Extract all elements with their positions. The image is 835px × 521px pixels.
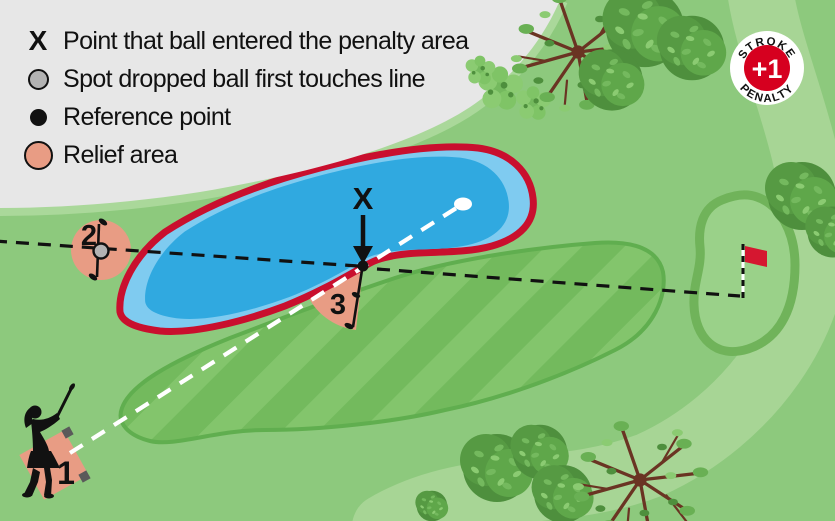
tee-markers [61, 426, 91, 483]
relief-area-3 [306, 268, 363, 330]
x-marker-glyph: X [28, 25, 48, 56]
legend-label: Point that ball entered the penalty area [63, 26, 469, 55]
relief-area-icon [20, 140, 56, 170]
dropped-ball-spot [92, 242, 110, 260]
legend-item-entry-point: X Point that ball entered the penalty ar… [20, 22, 540, 60]
relief-2-label: 2 [81, 220, 97, 252]
club-icon [344, 269, 364, 330]
fairway [118, 240, 666, 445]
entry-arrow [353, 215, 373, 264]
badge-plus-one: +1 [752, 54, 783, 84]
legend-item-relief-area: Relief area [20, 136, 540, 174]
reference-point-dot [357, 260, 369, 272]
tee-marker-icon [61, 426, 74, 439]
legend-label: Reference point [63, 102, 231, 131]
legend-panel [0, 0, 560, 208]
relief-3-label: 3 [330, 289, 346, 321]
legend-label: Relief area [63, 140, 178, 169]
line-to-hole [0, 239, 741, 298]
dropped-ball-spot-icon [20, 68, 56, 90]
legend-item-dropped-spot: Spot dropped ball first touches line [20, 60, 540, 98]
reference-point-icon [20, 108, 56, 126]
entry-point-x-label: X [353, 181, 374, 216]
golf-ball-icon [454, 197, 472, 211]
relief-1-label: 1 [57, 455, 75, 491]
tee-marker-icon [78, 470, 91, 483]
golfer-icon [22, 383, 76, 499]
legend-item-reference-point: Reference point [20, 98, 540, 136]
flag-icon [741, 244, 767, 298]
x-marker-icon: X [20, 27, 56, 55]
legend-label: Spot dropped ball first touches line [63, 64, 426, 93]
legend: X Point that ball entered the penalty ar… [20, 22, 540, 174]
penalty-badge: +1 STROKE PENALTY [730, 31, 804, 105]
